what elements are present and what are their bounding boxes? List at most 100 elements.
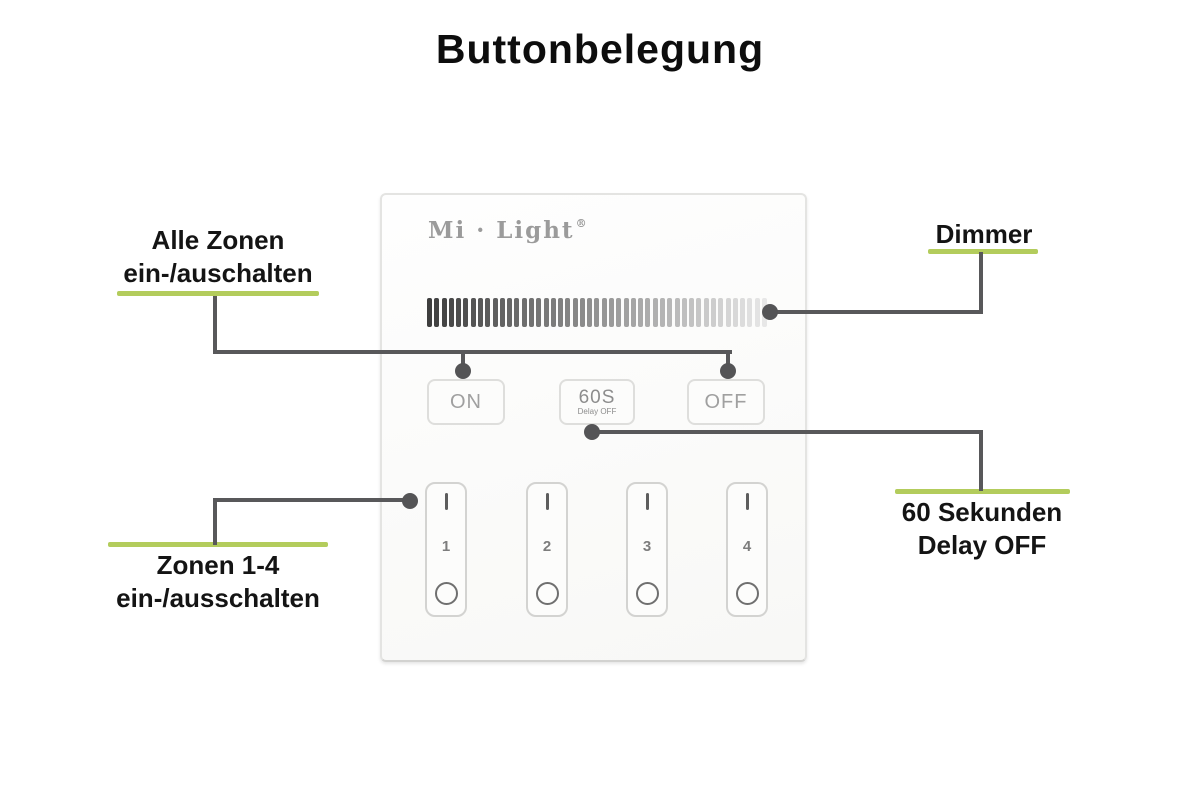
dimmer-segment [638, 298, 644, 327]
connector-line [215, 498, 409, 502]
dimmer-segment [507, 298, 513, 327]
dimmer-segment [463, 298, 469, 327]
connector-dot-dimmer [762, 304, 778, 320]
dimmer-segment [528, 298, 534, 327]
connector-line [213, 498, 217, 545]
page-title: Buttonbelegung [435, 26, 765, 72]
dimmer-segment [456, 298, 462, 327]
label-all-zones-line2: ein-/auschalten [123, 258, 313, 288]
dimmer-segment [660, 298, 665, 327]
label-zones-1-4-line1: Zonen 1-4 [156, 550, 280, 580]
connector-dot-delay [584, 424, 600, 440]
dimmer-segment [536, 298, 542, 327]
brand-logo: Mi · Light® [428, 217, 587, 244]
connector-line [979, 430, 983, 491]
delay-button-label: 60S [578, 387, 616, 408]
dimmer-segment [740, 298, 746, 327]
zone-number: 2 [542, 537, 552, 555]
label-delay-off: 60 Sekunden Delay OFF [852, 496, 1112, 562]
connector-line [461, 352, 465, 366]
dimmer-segment [630, 298, 636, 327]
dimmer-segment [725, 298, 731, 327]
dimmer-segment [543, 298, 549, 327]
dimmer-segment [652, 298, 658, 327]
dimmer-segment [579, 298, 585, 327]
dimmer-segment [492, 298, 498, 327]
dimmer-segment [427, 298, 432, 327]
connector-dot-on [455, 363, 471, 379]
zone-button-3[interactable]: 3 [626, 482, 668, 617]
label-all-zones: Alle Zonen ein-/auschalten [88, 224, 348, 290]
label-dimmer: Dimmer [899, 218, 1069, 251]
zone-button-2[interactable]: 2 [526, 482, 568, 617]
label-delay-off-line2: Delay OFF [917, 530, 1047, 560]
zone-button-1[interactable]: 1 [425, 482, 467, 617]
dimmer-segment [609, 298, 615, 327]
on-button[interactable]: ON [427, 379, 505, 425]
zone-number: 4 [742, 537, 752, 555]
dimmer-segment [710, 298, 716, 327]
overline-delay-off [895, 489, 1070, 494]
dimmer-segment [718, 298, 724, 327]
delay-button-sublabel: Delay OFF [577, 407, 617, 416]
zone-off-circle-icon [434, 582, 458, 605]
dimmer-segment [594, 298, 600, 327]
dimmer-segment [681, 298, 687, 327]
connector-line [726, 352, 730, 366]
registered-mark-icon: ® [575, 217, 587, 231]
dimmer-segment [623, 298, 629, 327]
connector-line [770, 310, 983, 314]
dimmer-segment [434, 298, 440, 327]
brand-text: Mi · Light [428, 217, 575, 244]
zone-off-circle-icon [735, 582, 759, 605]
dimmer-segment [696, 298, 702, 327]
dimmer-segment [499, 298, 505, 327]
underline-all-zones [117, 291, 319, 296]
dimmer-segment [448, 298, 454, 327]
dimmer-segment [616, 298, 622, 327]
dimmer-segment [558, 298, 564, 327]
zone-on-mark-icon [645, 493, 649, 510]
zone-button-4[interactable]: 4 [726, 482, 768, 617]
dimmer-segment [732, 298, 738, 327]
zone-number: 1 [441, 537, 451, 555]
dimmer-segment [441, 298, 447, 327]
connector-line [213, 296, 217, 354]
dimmer-bar[interactable] [427, 298, 767, 327]
label-zones-1-4: Zonen 1-4 ein-/ausschalten [88, 549, 348, 615]
connector-dot-off [720, 363, 736, 379]
zone-off-circle-icon [635, 582, 659, 605]
dimmer-segment [674, 298, 680, 327]
underline-dimmer [928, 249, 1038, 254]
dimmer-segment [645, 298, 651, 327]
dimmer-segment [477, 298, 483, 327]
connector-line [592, 430, 983, 434]
label-dimmer-text: Dimmer [935, 219, 1033, 249]
label-delay-off-line1: 60 Sekunden [901, 497, 1063, 527]
off-button[interactable]: OFF [687, 379, 765, 425]
dimmer-segment [521, 298, 527, 327]
dimmer-segment [601, 298, 607, 327]
dimmer-segment [572, 298, 578, 327]
dimmer-segment [550, 298, 556, 327]
wall-panel: Mi · Light® ON 60S Delay OFF OFF 1 2 3 4 [380, 193, 807, 662]
zone-on-mark-icon [545, 493, 549, 510]
delay-off-button[interactable]: 60S Delay OFF [559, 379, 635, 425]
connector-line [213, 350, 732, 354]
dimmer-segment [667, 298, 673, 327]
dimmer-segment [754, 298, 760, 327]
zone-number: 3 [642, 537, 652, 555]
zone-off-circle-icon [535, 582, 559, 605]
label-zones-1-4-line2: ein-/ausschalten [116, 583, 320, 613]
label-all-zones-line1: Alle Zonen [151, 225, 285, 255]
dimmer-segment [689, 298, 695, 327]
dimmer-segment [485, 298, 491, 327]
zone-on-mark-icon [745, 493, 749, 510]
dimmer-segment [587, 298, 593, 327]
dimmer-segment [747, 298, 753, 327]
dimmer-segment [514, 298, 520, 327]
dimmer-segment [703, 298, 709, 327]
connector-line [979, 252, 983, 314]
dimmer-segment [470, 298, 476, 327]
